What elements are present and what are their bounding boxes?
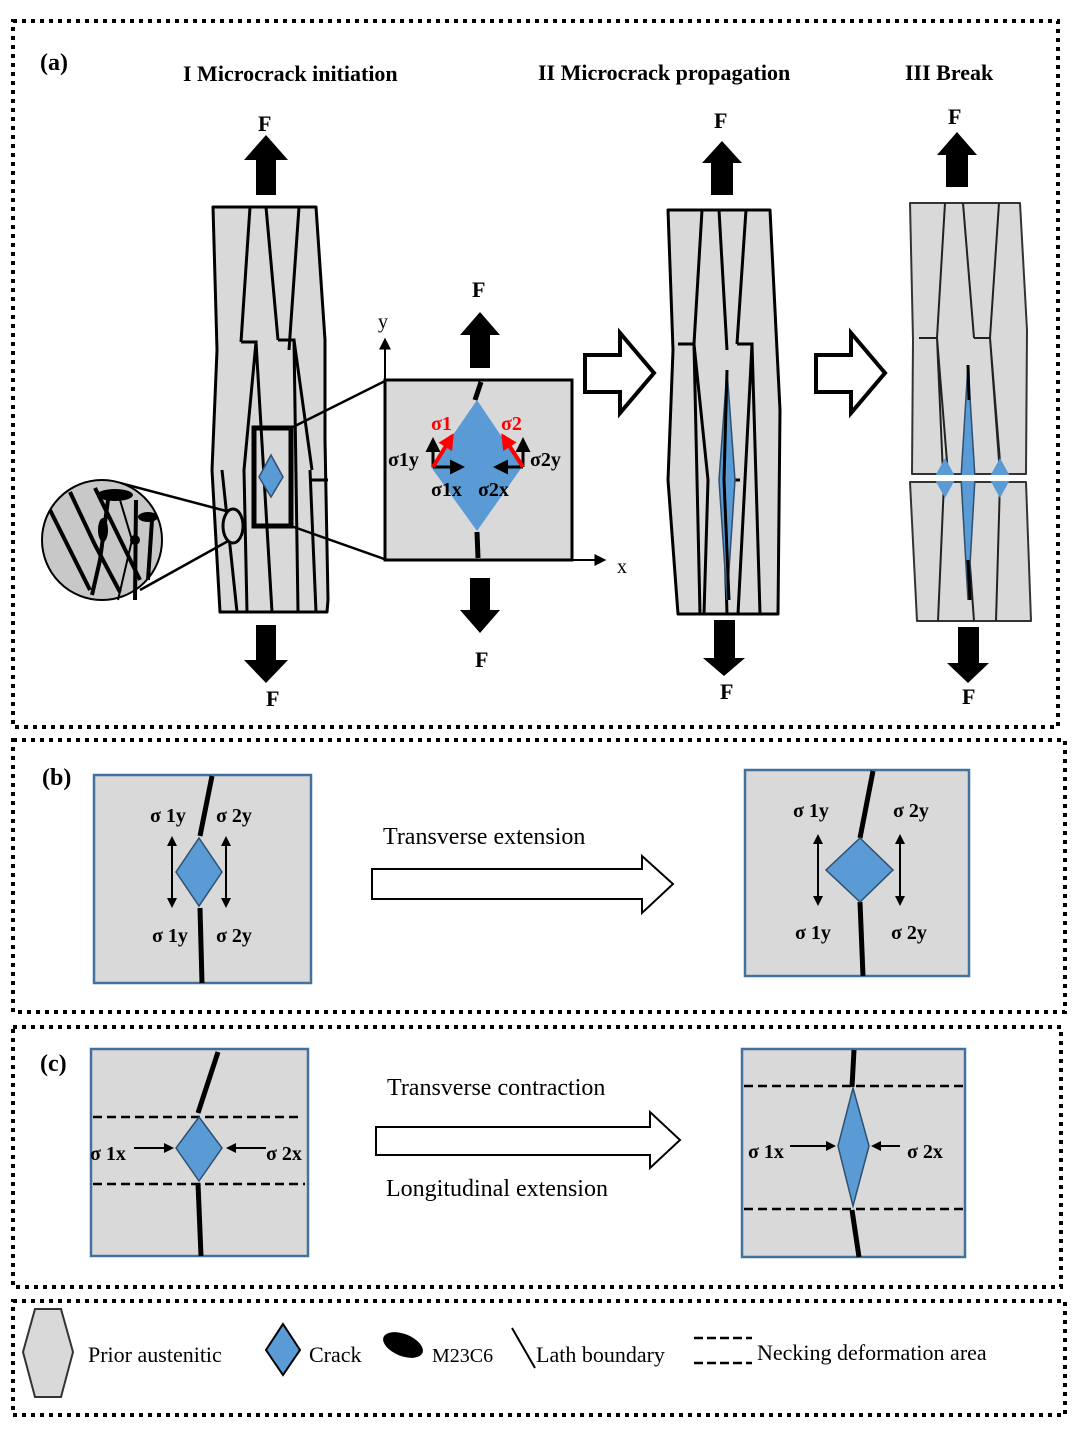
sigma1y-top: σ 1y (793, 800, 829, 822)
transition-arrow-icon (375, 1109, 682, 1171)
force-arrow-down-icon (703, 620, 745, 676)
panel-a: (a) I Microcrack initiation II Microcrac… (11, 19, 1060, 729)
panel-b-before: σ 1y σ 2y σ 1y σ 2y (92, 773, 313, 985)
stage3-title: III Break (905, 60, 994, 85)
sigma2-resultant-arrow (501, 433, 525, 469)
sigma2y-top: σ 2y (893, 800, 929, 822)
sigma1-resultant-arrow (431, 433, 454, 469)
sigma1y-label: σ1y (388, 449, 419, 471)
sigma2y-bottom: σ 2y (891, 922, 927, 944)
crack-diamond-icon (258, 453, 284, 499)
hexagon-icon (21, 1308, 75, 1398)
sigma2-label: σ2 (501, 413, 522, 435)
sigma2x-label: σ 2x (266, 1143, 302, 1165)
transition-arrow-icon (371, 853, 675, 916)
legend-label: Necking deformation area (757, 1340, 987, 1365)
panel-a-frame (11, 19, 1060, 729)
force-arrow-down-icon (947, 627, 989, 683)
sigma1y-top: σ 1y (150, 805, 186, 827)
panel-c: (c) σ 1x σ 2x Transverse contraction Lon… (11, 1025, 1063, 1289)
crack-elongated-icon (837, 1085, 870, 1209)
progression-arrow-icon (583, 327, 657, 419)
panel-c-before: σ 1x σ 2x (89, 1047, 310, 1258)
panel-b: (b) σ 1y σ 2y σ 1y σ 2y Transverse exten… (11, 738, 1067, 1014)
legend-item-lath-boundary: Lath boundary (511, 1327, 665, 1369)
legend-label: Lath boundary (536, 1342, 665, 1367)
ellipse-icon (383, 1332, 423, 1358)
stage1-title: I Microcrack initiation (183, 61, 398, 86)
progression-arrow-icon (814, 327, 888, 419)
force-label-detail-top: F (472, 277, 485, 302)
slash-icon (511, 1327, 536, 1369)
force-label-top: F (714, 108, 727, 133)
zoom-region-box (251, 425, 294, 529)
sigma1x-label: σ1x (431, 479, 462, 501)
sigma1x-label: σ 1x (90, 1143, 126, 1165)
force-label-top: F (948, 104, 961, 129)
force-arrow-up-icon (244, 135, 288, 195)
legend: Prior austenitic Crack M23C6 Lath bounda… (11, 1299, 1067, 1417)
crack-diamond-icon (824, 836, 895, 904)
legend-item-prior-austenitic: Prior austenitic (21, 1308, 222, 1398)
panel-b-after: σ 1y σ 2y σ 1y σ 2y (743, 768, 971, 978)
crack-diamond-icon (175, 1115, 223, 1183)
crack-propagated-icon (718, 369, 736, 601)
crack-line (722, 369, 731, 601)
y-axis-label: y (378, 311, 388, 333)
legend-label: M23C6 (432, 1345, 493, 1367)
force-arrow-down-icon (460, 578, 500, 633)
legend-item-necking-area: Necking deformation area (694, 1336, 987, 1365)
stage2-title: II Microcrack propagation (538, 60, 790, 85)
longitudinal-extension-label: Longitudinal extension (386, 1176, 608, 1202)
force-arrow-down-icon (244, 625, 288, 683)
panel-a-label: (a) (40, 50, 68, 76)
force-label-bottom: F (720, 679, 733, 704)
lath-boundaries (919, 202, 1002, 622)
panel-c-frame (11, 1025, 1063, 1289)
transverse-extension-label: Transverse extension (383, 824, 585, 850)
sigma2x-label: σ2x (478, 479, 509, 501)
fracture-gap (908, 475, 1030, 481)
dashed-lines-icon (694, 1336, 752, 1365)
legend-frame (11, 1299, 1067, 1417)
sigma2y-label: σ2y (530, 449, 561, 471)
sigma1y-bottom: σ 1y (152, 925, 188, 947)
stage3-specimen: F F (908, 104, 1032, 709)
carbide-ellipse-icon (97, 489, 133, 501)
crack-diamond-icon (431, 400, 522, 531)
legend-label: Crack (309, 1342, 362, 1367)
force-arrow-up-icon (937, 132, 977, 187)
prior-austenite-grain (210, 205, 330, 614)
panel-b-frame (11, 738, 1067, 1014)
stage1-specimen: F F (210, 111, 330, 711)
legend-label: Prior austenitic (88, 1342, 222, 1367)
force-label-bottom: F (266, 686, 279, 711)
force-arrow-up-icon (460, 312, 500, 368)
crack-diamond-icon (175, 836, 223, 908)
legend-item-m23c6: M23C6 (383, 1332, 493, 1367)
sigma2x-label: σ 2x (907, 1141, 943, 1163)
transverse-contraction-label: Transverse contraction (387, 1075, 605, 1101)
sigma1x-label: σ 1x (748, 1141, 784, 1163)
crack-main-icon (960, 364, 976, 601)
sigma1y-bottom: σ 1y (795, 922, 831, 944)
sigma2y-top: σ 2y (216, 805, 252, 827)
force-label-detail-bottom: F (475, 647, 488, 672)
force-label-top: F (258, 111, 271, 136)
panel-c-label: (c) (40, 1051, 67, 1077)
stage2-specimen: F F (666, 108, 782, 704)
x-axis-label: x (617, 556, 627, 578)
panel-c-after: σ 1x σ 2x (740, 1047, 967, 1259)
magnifier-spot (221, 507, 245, 545)
force-arrow-up-icon (702, 141, 742, 195)
sigma2y-bottom: σ 2y (216, 925, 252, 947)
legend-item-crack: Crack (264, 1322, 362, 1377)
diamond-icon (264, 1322, 302, 1377)
crack-stress-detail: F y x σ1 σ1y σ1x σ2 σ2y σ2x F (378, 277, 627, 672)
force-label-bottom: F (962, 684, 975, 709)
panel-b-label: (b) (42, 765, 71, 791)
microstructure-magnifier (41, 479, 245, 601)
sigma1-label: σ1 (431, 413, 452, 435)
